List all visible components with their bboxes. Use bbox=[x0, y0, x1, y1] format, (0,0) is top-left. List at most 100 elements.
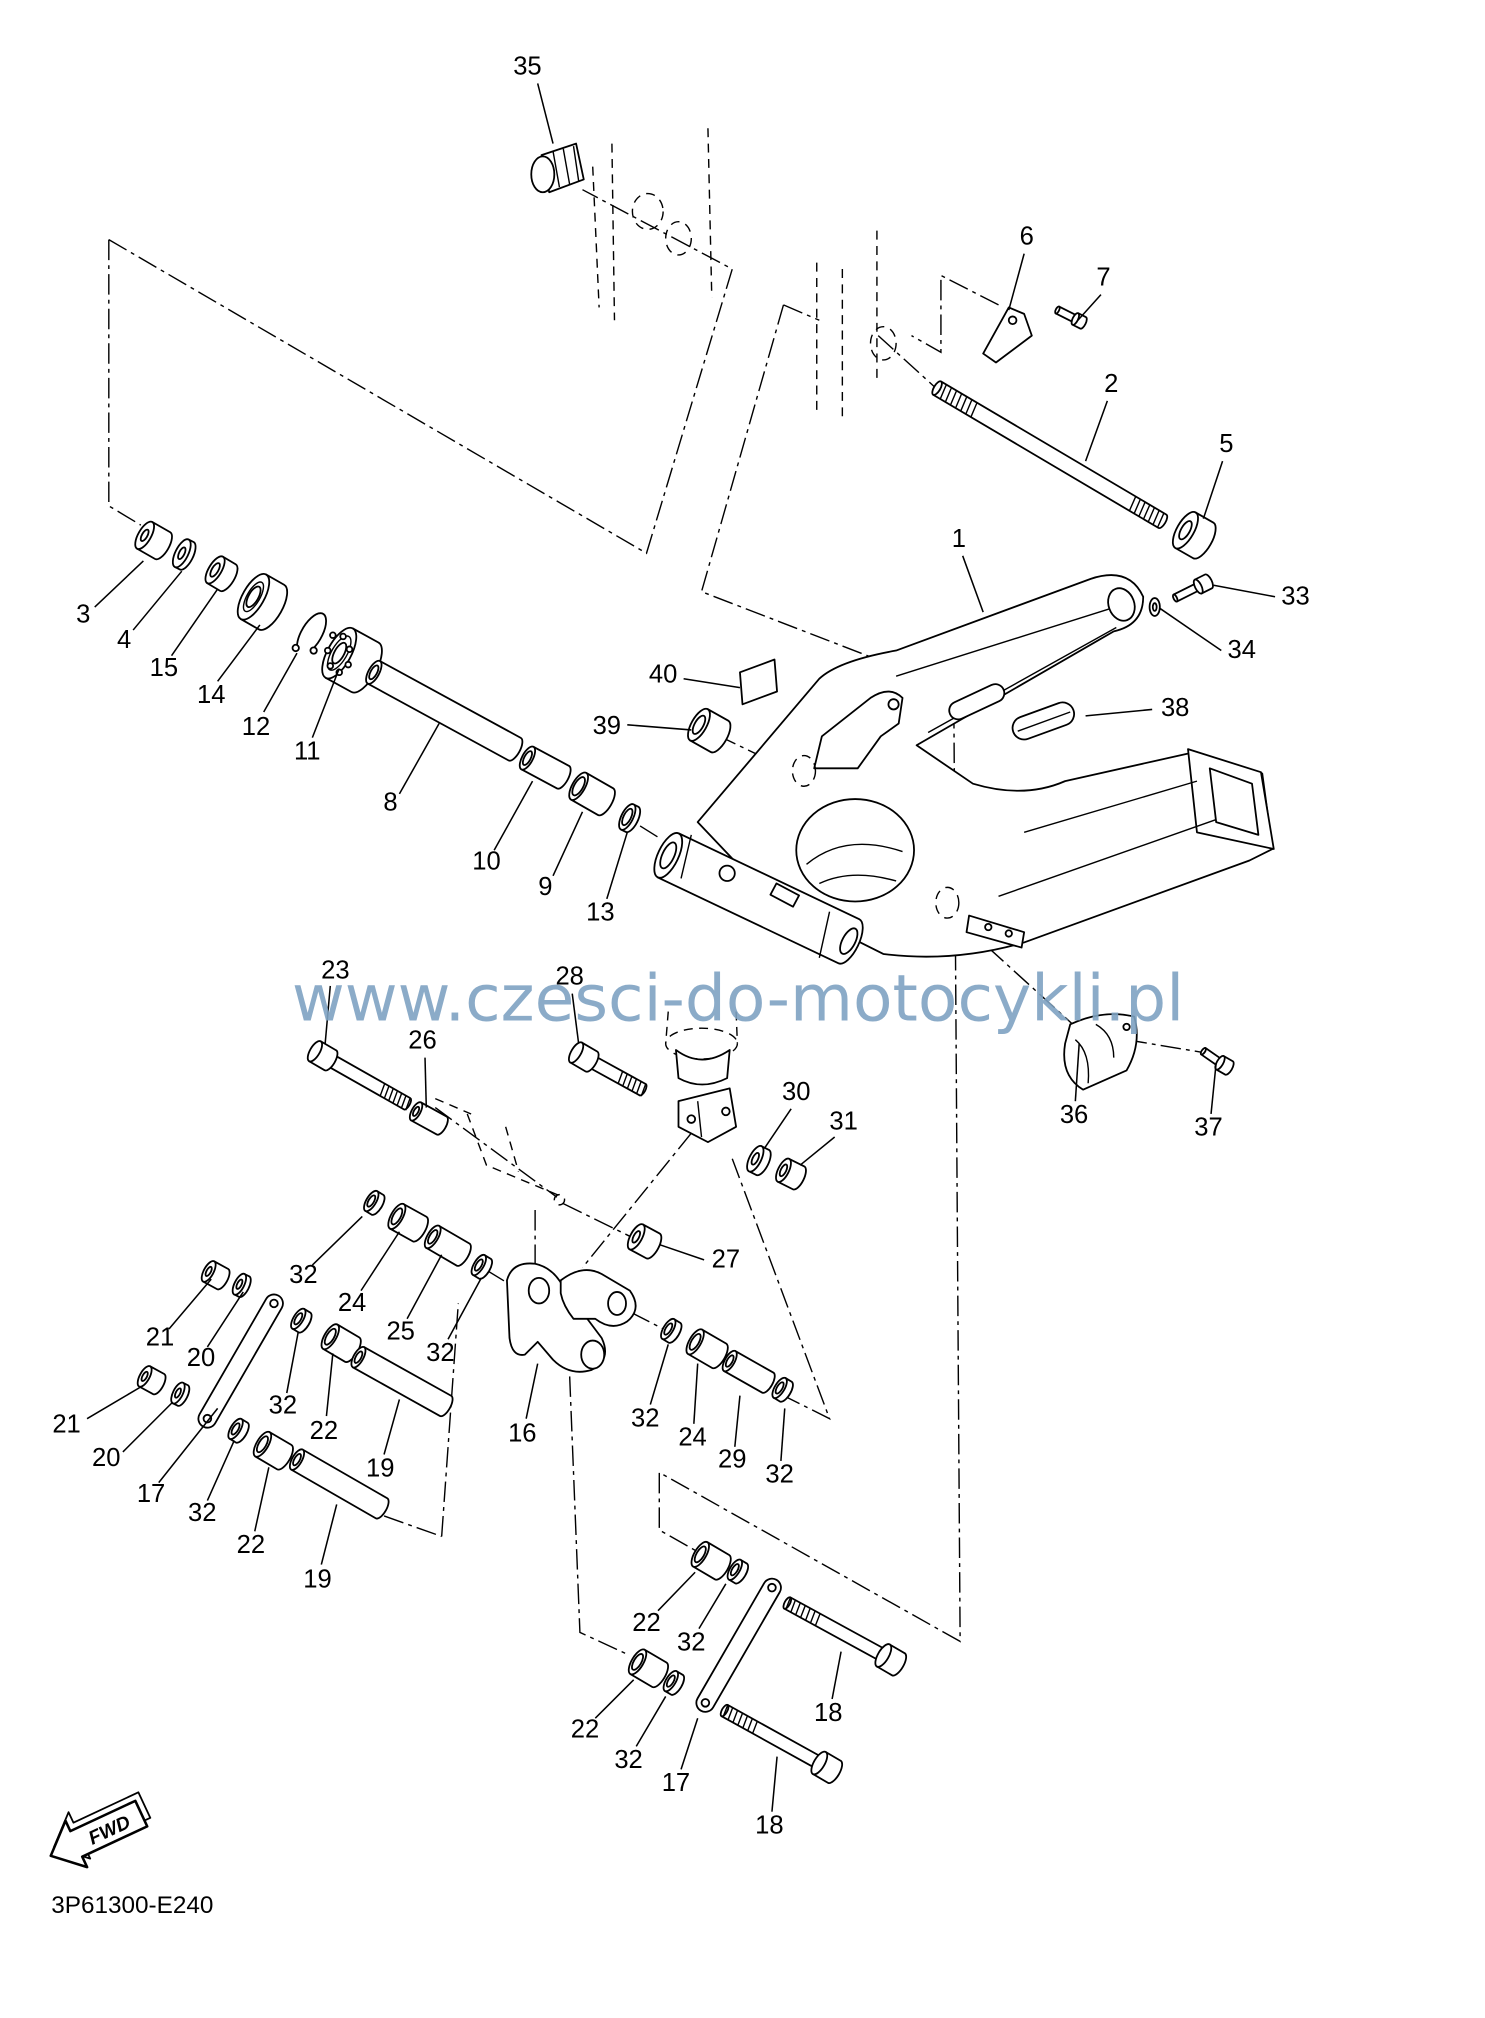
callout-label: 10 bbox=[472, 847, 500, 875]
bolt-33-shaft-face bbox=[1172, 593, 1179, 603]
assembly-guide-line bbox=[911, 274, 999, 354]
guard-36 bbox=[1063, 1013, 1138, 1091]
chain-slider-hole bbox=[1004, 929, 1013, 938]
bracket-plate bbox=[982, 306, 1033, 364]
bolt-37-head-body bbox=[1215, 1055, 1235, 1076]
leader-line bbox=[698, 1583, 727, 1629]
leader-line bbox=[734, 1395, 741, 1447]
assembly-guide-line bbox=[486, 1269, 510, 1285]
rear-arm-axle-end-window bbox=[1208, 767, 1260, 836]
rear-arm-opening-inner bbox=[806, 843, 903, 885]
leader-line bbox=[86, 1384, 144, 1420]
part-33-bolt bbox=[1172, 573, 1214, 603]
leader-line bbox=[1210, 1062, 1217, 1115]
assembly-guide-line bbox=[440, 1303, 460, 1537]
parts-layer bbox=[134, 142, 1275, 1784]
pivot-tube-slot bbox=[769, 882, 800, 908]
callout-label: 26 bbox=[408, 1027, 436, 1055]
callout-label: 22 bbox=[571, 1715, 599, 1743]
callout-label: 23 bbox=[321, 956, 349, 984]
part-32-washer-shape-bore bbox=[665, 1674, 676, 1688]
part-29-collar bbox=[721, 1349, 776, 1394]
callout-label: 32 bbox=[631, 1404, 659, 1432]
callout-label: 4 bbox=[117, 626, 131, 654]
part-21-nut bbox=[200, 1260, 231, 1291]
callout-label: 17 bbox=[137, 1480, 165, 1508]
assembly-guide-line bbox=[581, 1132, 692, 1269]
link-17-plate bbox=[695, 1577, 782, 1713]
callout-label: 22 bbox=[310, 1417, 338, 1445]
callout-label: 32 bbox=[188, 1499, 216, 1527]
nut-31-bore bbox=[778, 1163, 789, 1178]
circlip-eye bbox=[291, 643, 300, 653]
part-21-nut-shape-bore bbox=[140, 1370, 149, 1382]
rear-shock-lower-end bbox=[664, 1011, 739, 1144]
part-38-pad bbox=[1011, 701, 1076, 741]
bearing-11-ball bbox=[326, 662, 334, 670]
leader-line bbox=[325, 1353, 334, 1417]
part-32-washer-shape-bore bbox=[663, 1322, 674, 1336]
shock-clevis-hole bbox=[686, 1114, 697, 1124]
callout-label: 32 bbox=[289, 1261, 317, 1289]
callout-label: 32 bbox=[269, 1392, 297, 1420]
part-37-bolt bbox=[1199, 1047, 1235, 1076]
part-21-nut bbox=[136, 1365, 167, 1396]
leader-line bbox=[627, 724, 692, 731]
part-21-nut-shape-body bbox=[202, 1260, 231, 1291]
part-39-cap bbox=[687, 707, 732, 754]
leader-line bbox=[122, 1401, 174, 1453]
leader-line bbox=[217, 624, 261, 682]
part-27-nut bbox=[626, 1223, 663, 1260]
cap-ribs bbox=[552, 146, 580, 188]
hidden-frame-boss bbox=[631, 192, 664, 231]
callout-label: 7 bbox=[1096, 264, 1110, 292]
nut-5-body bbox=[1174, 511, 1217, 560]
pivot-shaft-face bbox=[931, 380, 943, 396]
part-32-washer bbox=[662, 1670, 685, 1696]
guard-36-inner bbox=[1074, 1023, 1115, 1084]
callout-label: 28 bbox=[555, 963, 583, 991]
link-17-hole-b bbox=[700, 1698, 711, 1708]
bolt-33-head-face bbox=[1192, 578, 1204, 595]
leader-line bbox=[360, 1231, 401, 1292]
assembly-guide-line bbox=[877, 335, 935, 388]
bracket-hole bbox=[1007, 315, 1018, 326]
circlip-ring bbox=[296, 612, 327, 650]
callout-label: 27 bbox=[712, 1246, 740, 1274]
part-18-bolt bbox=[782, 1596, 908, 1677]
part-32-washer bbox=[771, 1376, 794, 1403]
callout-label: 12 bbox=[242, 713, 270, 741]
assembly-guide-line bbox=[108, 239, 142, 526]
callout-labels: 3567251333434151412114038398109132326283… bbox=[52, 52, 1309, 1839]
callout-label: 22 bbox=[632, 1609, 660, 1637]
collar-8-body bbox=[366, 660, 524, 762]
callout-label: 3 bbox=[76, 600, 90, 628]
leader-line bbox=[158, 1407, 219, 1484]
part-30-washer bbox=[746, 1145, 772, 1177]
leader-line bbox=[311, 668, 340, 738]
bolt-23-head-face bbox=[306, 1040, 323, 1063]
leader-line bbox=[398, 723, 440, 795]
part-22-bearing bbox=[690, 1540, 732, 1581]
callout-label: 19 bbox=[303, 1566, 331, 1594]
bolt-18-thread-thread bbox=[722, 1704, 758, 1734]
pivot-tube-ring bbox=[680, 834, 831, 958]
leader-line bbox=[406, 1254, 443, 1320]
assembly-guide-line bbox=[731, 1158, 831, 1421]
nut-3-body bbox=[136, 521, 173, 561]
needle-bearing-9-bore bbox=[571, 776, 586, 797]
part-32-washer bbox=[660, 1317, 683, 1344]
bearing-11-race bbox=[326, 635, 352, 671]
bolt-7-shaft-face bbox=[1054, 305, 1061, 315]
leader-line bbox=[680, 1717, 699, 1770]
part-29-collar-shape-body bbox=[723, 1350, 776, 1394]
assembly-guide-line bbox=[108, 189, 734, 555]
part-14-oil-seal bbox=[236, 573, 289, 631]
guard-36-hole bbox=[1122, 1022, 1131, 1032]
hidden-frame-line bbox=[707, 128, 713, 298]
part-40-plate bbox=[739, 658, 778, 706]
leader-line bbox=[324, 985, 332, 1044]
part-35-cap bbox=[530, 142, 585, 194]
callout-label: 16 bbox=[508, 1420, 536, 1448]
part-5-nut bbox=[1171, 511, 1217, 560]
